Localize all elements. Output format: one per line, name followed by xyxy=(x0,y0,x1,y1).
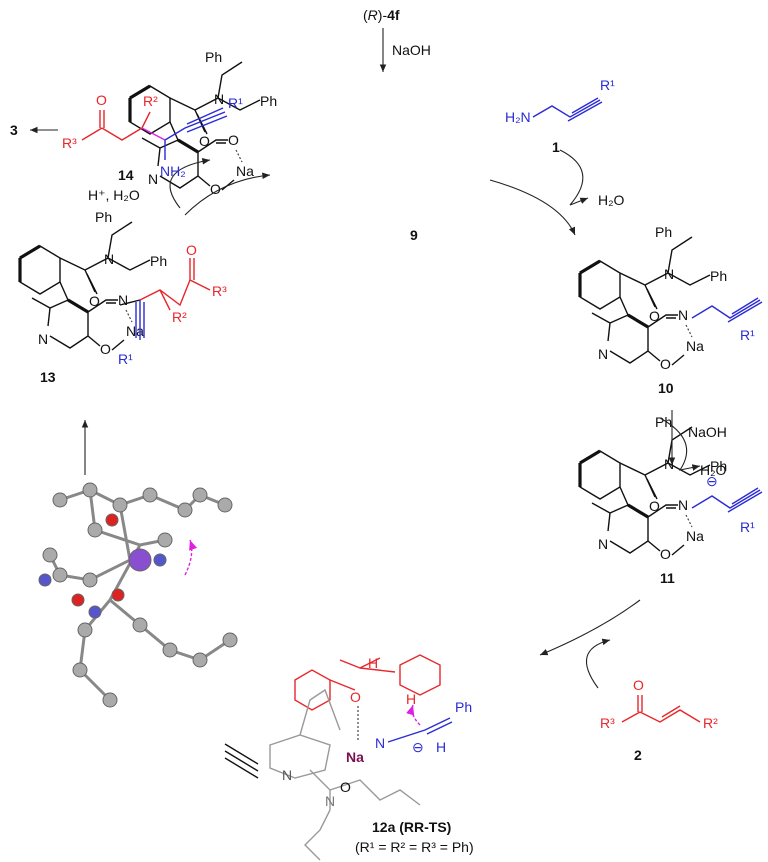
equivalence-sign xyxy=(224,743,259,779)
svg-text:R³: R³ xyxy=(600,715,615,731)
amide-nitrogen: N xyxy=(214,91,224,107)
svg-text:H: H xyxy=(368,655,378,671)
h2o-label-2: H₂O xyxy=(700,462,727,478)
svg-text:H: H xyxy=(406,691,416,707)
svg-text:H₂N: H₂N xyxy=(505,109,531,125)
svg-text:N: N xyxy=(325,793,335,809)
r1-10: R¹ xyxy=(740,327,755,343)
3d-ts-model xyxy=(38,482,238,708)
svg-text:R³: R³ xyxy=(62,135,77,151)
phenoxide-oxygen: O xyxy=(100,341,111,357)
transition-state-12a: O H H Ph N ⊖ H Na O N N 12a (RR-TS) (R¹ … xyxy=(269,654,474,861)
svg-text:1: 1 xyxy=(552,139,560,155)
benzyl-ph-2: Ph xyxy=(710,458,727,474)
sodium: Na xyxy=(686,528,704,544)
amide-oxygen: O xyxy=(199,133,210,149)
pyridine-nitrogen: N xyxy=(38,331,48,347)
amide-nitrogen: N xyxy=(664,266,674,282)
reagent-4f: (R)-4f xyxy=(363,7,400,23)
arrow-11-to-12a xyxy=(539,599,641,656)
hydrolysis-curved-arrow xyxy=(169,158,211,209)
benzyl-ph-1: Ph xyxy=(655,414,672,430)
naoh-label-2: NaOH xyxy=(688,424,727,440)
propargylamine-1: H₂N R¹ 1 xyxy=(505,77,615,155)
phenoxide-oxygen: O xyxy=(660,546,671,562)
svg-text:R¹: R¹ xyxy=(228,95,243,111)
svg-text:R²: R² xyxy=(703,715,718,731)
addition-curved-arrow xyxy=(585,638,611,689)
arrow-13-to-9 xyxy=(184,172,271,216)
benzyl-ph-1: Ph xyxy=(205,49,222,65)
sodium: Na xyxy=(686,338,704,354)
h2o-label-1: H₂O xyxy=(598,192,625,208)
side-chain-13: O R³ R² R¹ 13 xyxy=(40,242,227,385)
sodium: Na xyxy=(236,163,254,179)
carbanion-charge: ⊖ xyxy=(706,473,718,489)
arrow-9-to-10 xyxy=(489,179,576,236)
svg-text:O: O xyxy=(350,689,361,705)
sodium: Na xyxy=(126,323,144,339)
svg-text:N: N xyxy=(282,767,292,783)
svg-text:NH₂: NH₂ xyxy=(160,163,186,179)
svg-text:O: O xyxy=(633,677,644,693)
svg-text:R²: R² xyxy=(143,93,158,109)
svg-text:N: N xyxy=(375,735,385,751)
svg-text:R¹: R¹ xyxy=(600,77,615,93)
imine-atom: N xyxy=(678,497,688,513)
benzyl-ph-2: Ph xyxy=(260,93,277,109)
label-3: 3 xyxy=(10,122,18,138)
svg-text:⊖: ⊖ xyxy=(412,739,424,755)
phenoxide-oxygen: O xyxy=(210,181,221,197)
pyridine-nitrogen: N xyxy=(598,536,608,552)
naoh-label: NaOH xyxy=(392,42,431,58)
label-9: 9 xyxy=(410,227,418,243)
svg-text:H: H xyxy=(436,739,446,755)
label-10: 10 xyxy=(658,380,674,396)
condensation-curved-arrow xyxy=(559,149,589,206)
amino-ketone-14: O R³ R² R¹ NH₂ 14 xyxy=(62,92,243,183)
svg-text:13: 13 xyxy=(40,369,56,385)
svg-text:O: O xyxy=(186,242,197,258)
svg-text:R³: R³ xyxy=(212,283,227,299)
catalyst-scaffold-s10: O N Ph Ph N N Na O xyxy=(578,224,727,372)
svg-text:(R¹ = R² = R³ = Ph): (R¹ = R² = R³ = Ph) xyxy=(355,839,474,855)
svg-text:Ph: Ph xyxy=(455,699,472,715)
amide-oxygen: O xyxy=(649,308,660,324)
deprotonation-curved-arrow xyxy=(659,417,701,471)
pyridine-nitrogen: N xyxy=(598,346,608,362)
enone-2: O R³ R² 2 xyxy=(600,677,718,763)
label-11: 11 xyxy=(660,570,675,586)
catalyst-scaffold-s11: O N Ph Ph N N Na O xyxy=(578,414,727,562)
hydrolysis-reagents: H⁺, H₂O xyxy=(88,187,140,203)
svg-text:14: 14 xyxy=(118,167,134,183)
benzyl-ph-2: Ph xyxy=(710,268,727,284)
svg-text:R²: R² xyxy=(172,309,187,325)
svg-text:O: O xyxy=(340,779,351,795)
svg-text:2: 2 xyxy=(634,747,642,763)
phenoxide-oxygen: O xyxy=(660,356,671,372)
svg-text:R¹: R¹ xyxy=(118,351,133,367)
imine-atom: N xyxy=(678,307,688,323)
amide-nitrogen: N xyxy=(104,251,114,267)
benzyl-ph-2: Ph xyxy=(150,253,167,269)
r1-11: R¹ xyxy=(740,519,755,535)
benzyl-ph-1: Ph xyxy=(655,224,672,240)
amide-oxygen: O xyxy=(649,498,660,514)
catalyst-scaffold-s9: O N Ph Ph N O Na O xyxy=(128,49,277,197)
benzyl-ph-1: Ph xyxy=(95,209,112,225)
svg-text:12a (RR-TS): 12a (RR-TS) xyxy=(372,819,451,835)
amide-oxygen: O xyxy=(89,293,100,309)
svg-text:O: O xyxy=(96,92,107,108)
imine-atom: N xyxy=(118,292,128,308)
svg-text:Na: Na xyxy=(346,749,364,765)
imine-atom: O xyxy=(228,132,239,148)
amide-nitrogen: N xyxy=(664,456,674,472)
pyridine-nitrogen: N xyxy=(148,171,158,187)
catalyst-scaffold-s13: O N Ph Ph N N Na O xyxy=(18,209,167,357)
